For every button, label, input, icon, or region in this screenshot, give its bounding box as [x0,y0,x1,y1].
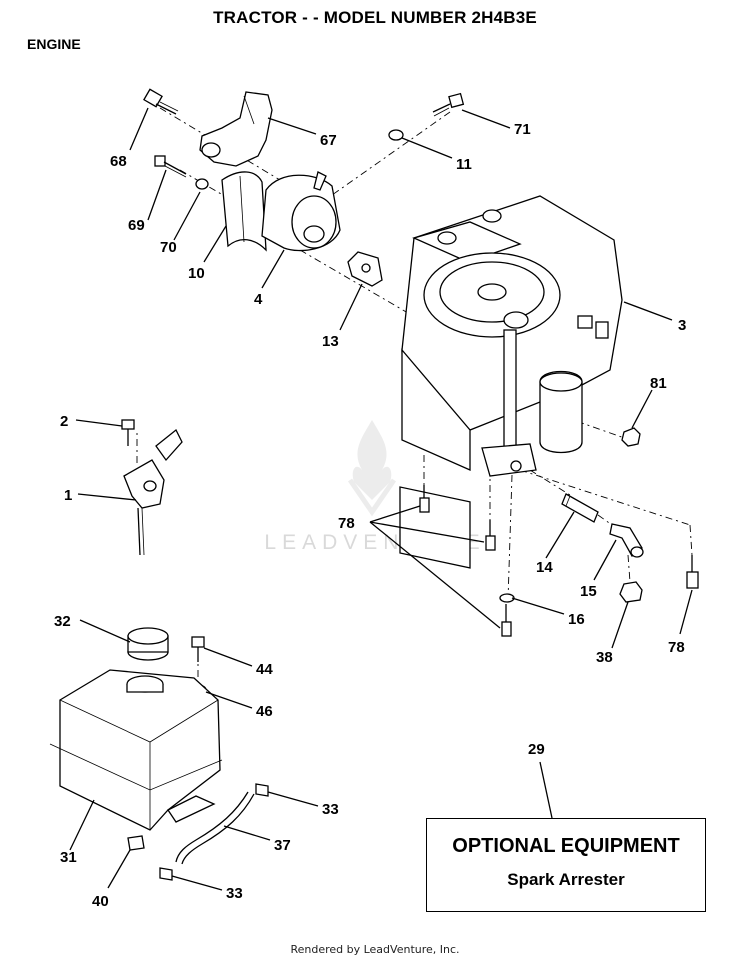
callout-37: 37 [274,837,291,854]
callout-14: 14 [536,559,553,576]
part-14-pipe-nipple [561,493,599,523]
callout-78: 78 [668,639,685,656]
part-32-fuel-cap [127,627,169,661]
part-40-grommet [127,835,145,851]
section-label: ENGINE [27,36,81,52]
callout-31: 31 [60,849,77,866]
callout-4: 4 [254,291,263,308]
part-1-throttle-bracket [123,428,183,556]
optional-equipment-subtitle: Spark Arrester [507,870,625,889]
part-4-muffler [261,171,341,252]
part-13-gasket [347,251,383,287]
callout-38: 38 [596,649,613,666]
optional-equipment-title: OPTIONAL EQUIPMENT [452,835,680,857]
part-70-washer [195,178,209,190]
callout-2: 2 [60,413,68,430]
part-78-bolt-d [686,555,699,589]
part-2-screw [121,419,135,446]
part-81-nut [621,427,641,447]
callout-15: 15 [580,583,597,600]
part-16-washer [499,593,515,603]
callout-81: 81 [650,375,667,392]
callout-16: 16 [568,611,585,628]
part-33-clamp-b [159,867,173,881]
callout-78: 78 [338,515,355,532]
leadventure-flame-logo-icon [347,420,397,517]
part-3-engine [399,195,623,569]
footer-credit: Rendered by LeadVenture, Inc. [290,943,460,956]
callout-33: 33 [322,801,339,818]
callout-71: 71 [514,121,531,138]
part-69-bolt [154,155,187,178]
callout-33: 33 [226,885,243,902]
callout-67: 67 [320,132,337,149]
callout-13: 13 [322,333,339,350]
part-33-clamp-a [255,783,269,797]
callout-1: 1 [64,487,72,504]
part-78-bolt-a [419,485,430,513]
part-78-bolt-c [501,604,512,637]
part-31-fuel-tank [49,669,223,831]
callout-40: 40 [92,893,109,910]
part-68-bolt [143,88,179,115]
callout-3: 3 [678,317,686,334]
part-67-deflector [199,91,273,167]
optional-equipment-box: OPTIONAL EQUIPMENT Spark Arrester [426,818,706,912]
callout-44: 44 [256,661,273,678]
part-37-fuel-line [175,791,255,865]
part-11-washer [388,129,404,141]
part-38-cap [619,581,643,603]
callout-11: 11 [456,156,472,173]
page-title: TRACTOR - - MODEL NUMBER 2H4B3E [213,8,537,27]
part-71-bolt [432,92,465,117]
callout-29: 29 [528,741,545,758]
callout-46: 46 [256,703,273,720]
part-10-heat-shield [221,171,267,252]
part-44-screw [191,636,205,662]
callout-68: 68 [110,153,127,170]
part-15-elbow [609,523,644,558]
callout-70: 70 [160,239,177,256]
callout-10: 10 [188,265,205,282]
part-78-bolt-b [485,520,496,551]
callout-69: 69 [128,217,145,234]
callout-32: 32 [54,613,71,630]
